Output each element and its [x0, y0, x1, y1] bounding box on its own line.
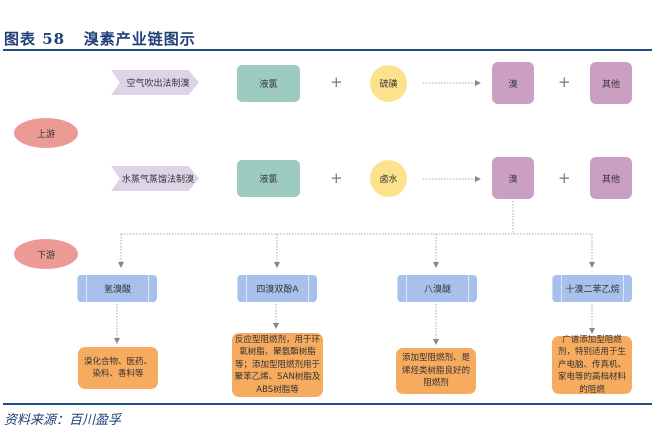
output-other-1: 其他: [590, 62, 632, 104]
use-octabromo-ether: 添加型阻燃剂、是烯烃类树脂良好的阻燃剂: [396, 348, 476, 394]
output-bromine-2: 溴: [492, 157, 534, 199]
top-rule: [3, 49, 652, 51]
bottom-rule: [3, 403, 652, 405]
output-bromine-1: 溴: [492, 62, 534, 104]
use-hydrobromic-acid: 溴化合物、医药、染料、香料等: [78, 347, 158, 389]
input-liquid-chlorine-1: 液氯: [237, 65, 300, 102]
product-dbdpe: 十溴二苯乙烷: [552, 275, 632, 302]
input-brine: 卤水: [370, 160, 407, 197]
product-tbbpa: 四溴双酚A: [237, 275, 317, 302]
stage-downstream: 下游: [14, 239, 78, 269]
output-other-2: 其他: [590, 157, 632, 199]
input-sulfur: 硫磺: [370, 65, 407, 102]
plus-sign: +: [330, 169, 343, 187]
plus-sign: +: [558, 73, 571, 91]
use-dbdpe: 广谱添加型阻燃剂，特别适用于生产电脑、传真机、家电等的高档材料的阻燃: [552, 335, 632, 395]
input-liquid-chlorine-2: 液氯: [237, 160, 300, 197]
use-tbbpa: 反应型阻燃剂，用于环氧树脂、聚氨酯树脂等；添加型阻燃剂用于聚苯乙烯、SAN树脂及…: [232, 333, 323, 397]
stage-upstream: 上游: [14, 118, 78, 148]
plus-sign: +: [558, 169, 571, 187]
product-octabromo-ether: 八溴醚: [397, 275, 477, 302]
figure-title: 图表 58 溴素产业链图示: [4, 30, 196, 48]
method-steam-distillation: 水蒸气蒸馏法制溴: [111, 166, 199, 191]
method-air-blowing: 空气吹出法制溴: [111, 70, 199, 95]
plus-sign: +: [330, 73, 343, 91]
product-hydrobromic-acid: 氢溴酸: [77, 275, 157, 302]
source-note: 资料来源：百川盈孚: [4, 413, 122, 428]
